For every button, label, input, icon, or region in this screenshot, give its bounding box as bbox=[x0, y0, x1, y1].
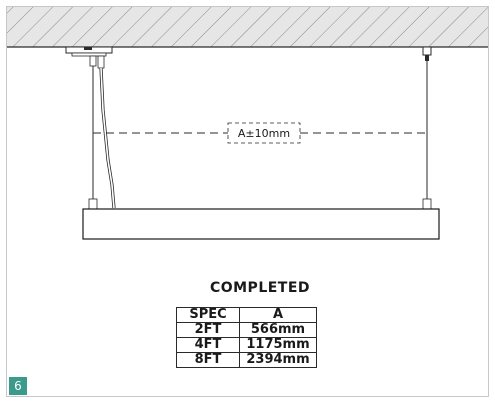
cable-gripper-left bbox=[89, 55, 105, 69]
dimension-label: A±10mm bbox=[238, 127, 290, 140]
table-row: 4FT 1175mm bbox=[176, 337, 317, 353]
spec-table-header: SPEC A bbox=[176, 307, 317, 323]
value-cell: 566mm bbox=[239, 322, 317, 338]
step-number-badge: 6 bbox=[9, 377, 27, 395]
completed-title: COMPLETED bbox=[209, 280, 311, 296]
spec-cell: 8FT bbox=[176, 352, 240, 368]
spec-cell: 4FT bbox=[176, 337, 240, 353]
table-row: 2FT 566mm bbox=[176, 322, 317, 338]
ceiling-canopy-left bbox=[65, 46, 113, 57]
ceiling bbox=[7, 7, 488, 48]
cable-gripper-bottom-right bbox=[422, 198, 432, 210]
column-header-a: A bbox=[239, 307, 317, 323]
column-header-spec: SPEC bbox=[176, 307, 240, 323]
value-cell: 1175mm bbox=[239, 337, 317, 353]
spec-cell: 2FT bbox=[176, 322, 240, 338]
table-row: 8FT 2394mm bbox=[176, 352, 317, 368]
cable-gripper-bottom-left bbox=[88, 198, 98, 210]
dimension-line bbox=[93, 122, 427, 144]
linear-fixture bbox=[82, 208, 440, 240]
spec-table: SPEC A 2FT 566mm 4FT 1175mm 8FT 2394mm bbox=[176, 307, 317, 368]
ceiling-anchor-right bbox=[422, 46, 432, 61]
value-cell: 2394mm bbox=[239, 352, 317, 368]
